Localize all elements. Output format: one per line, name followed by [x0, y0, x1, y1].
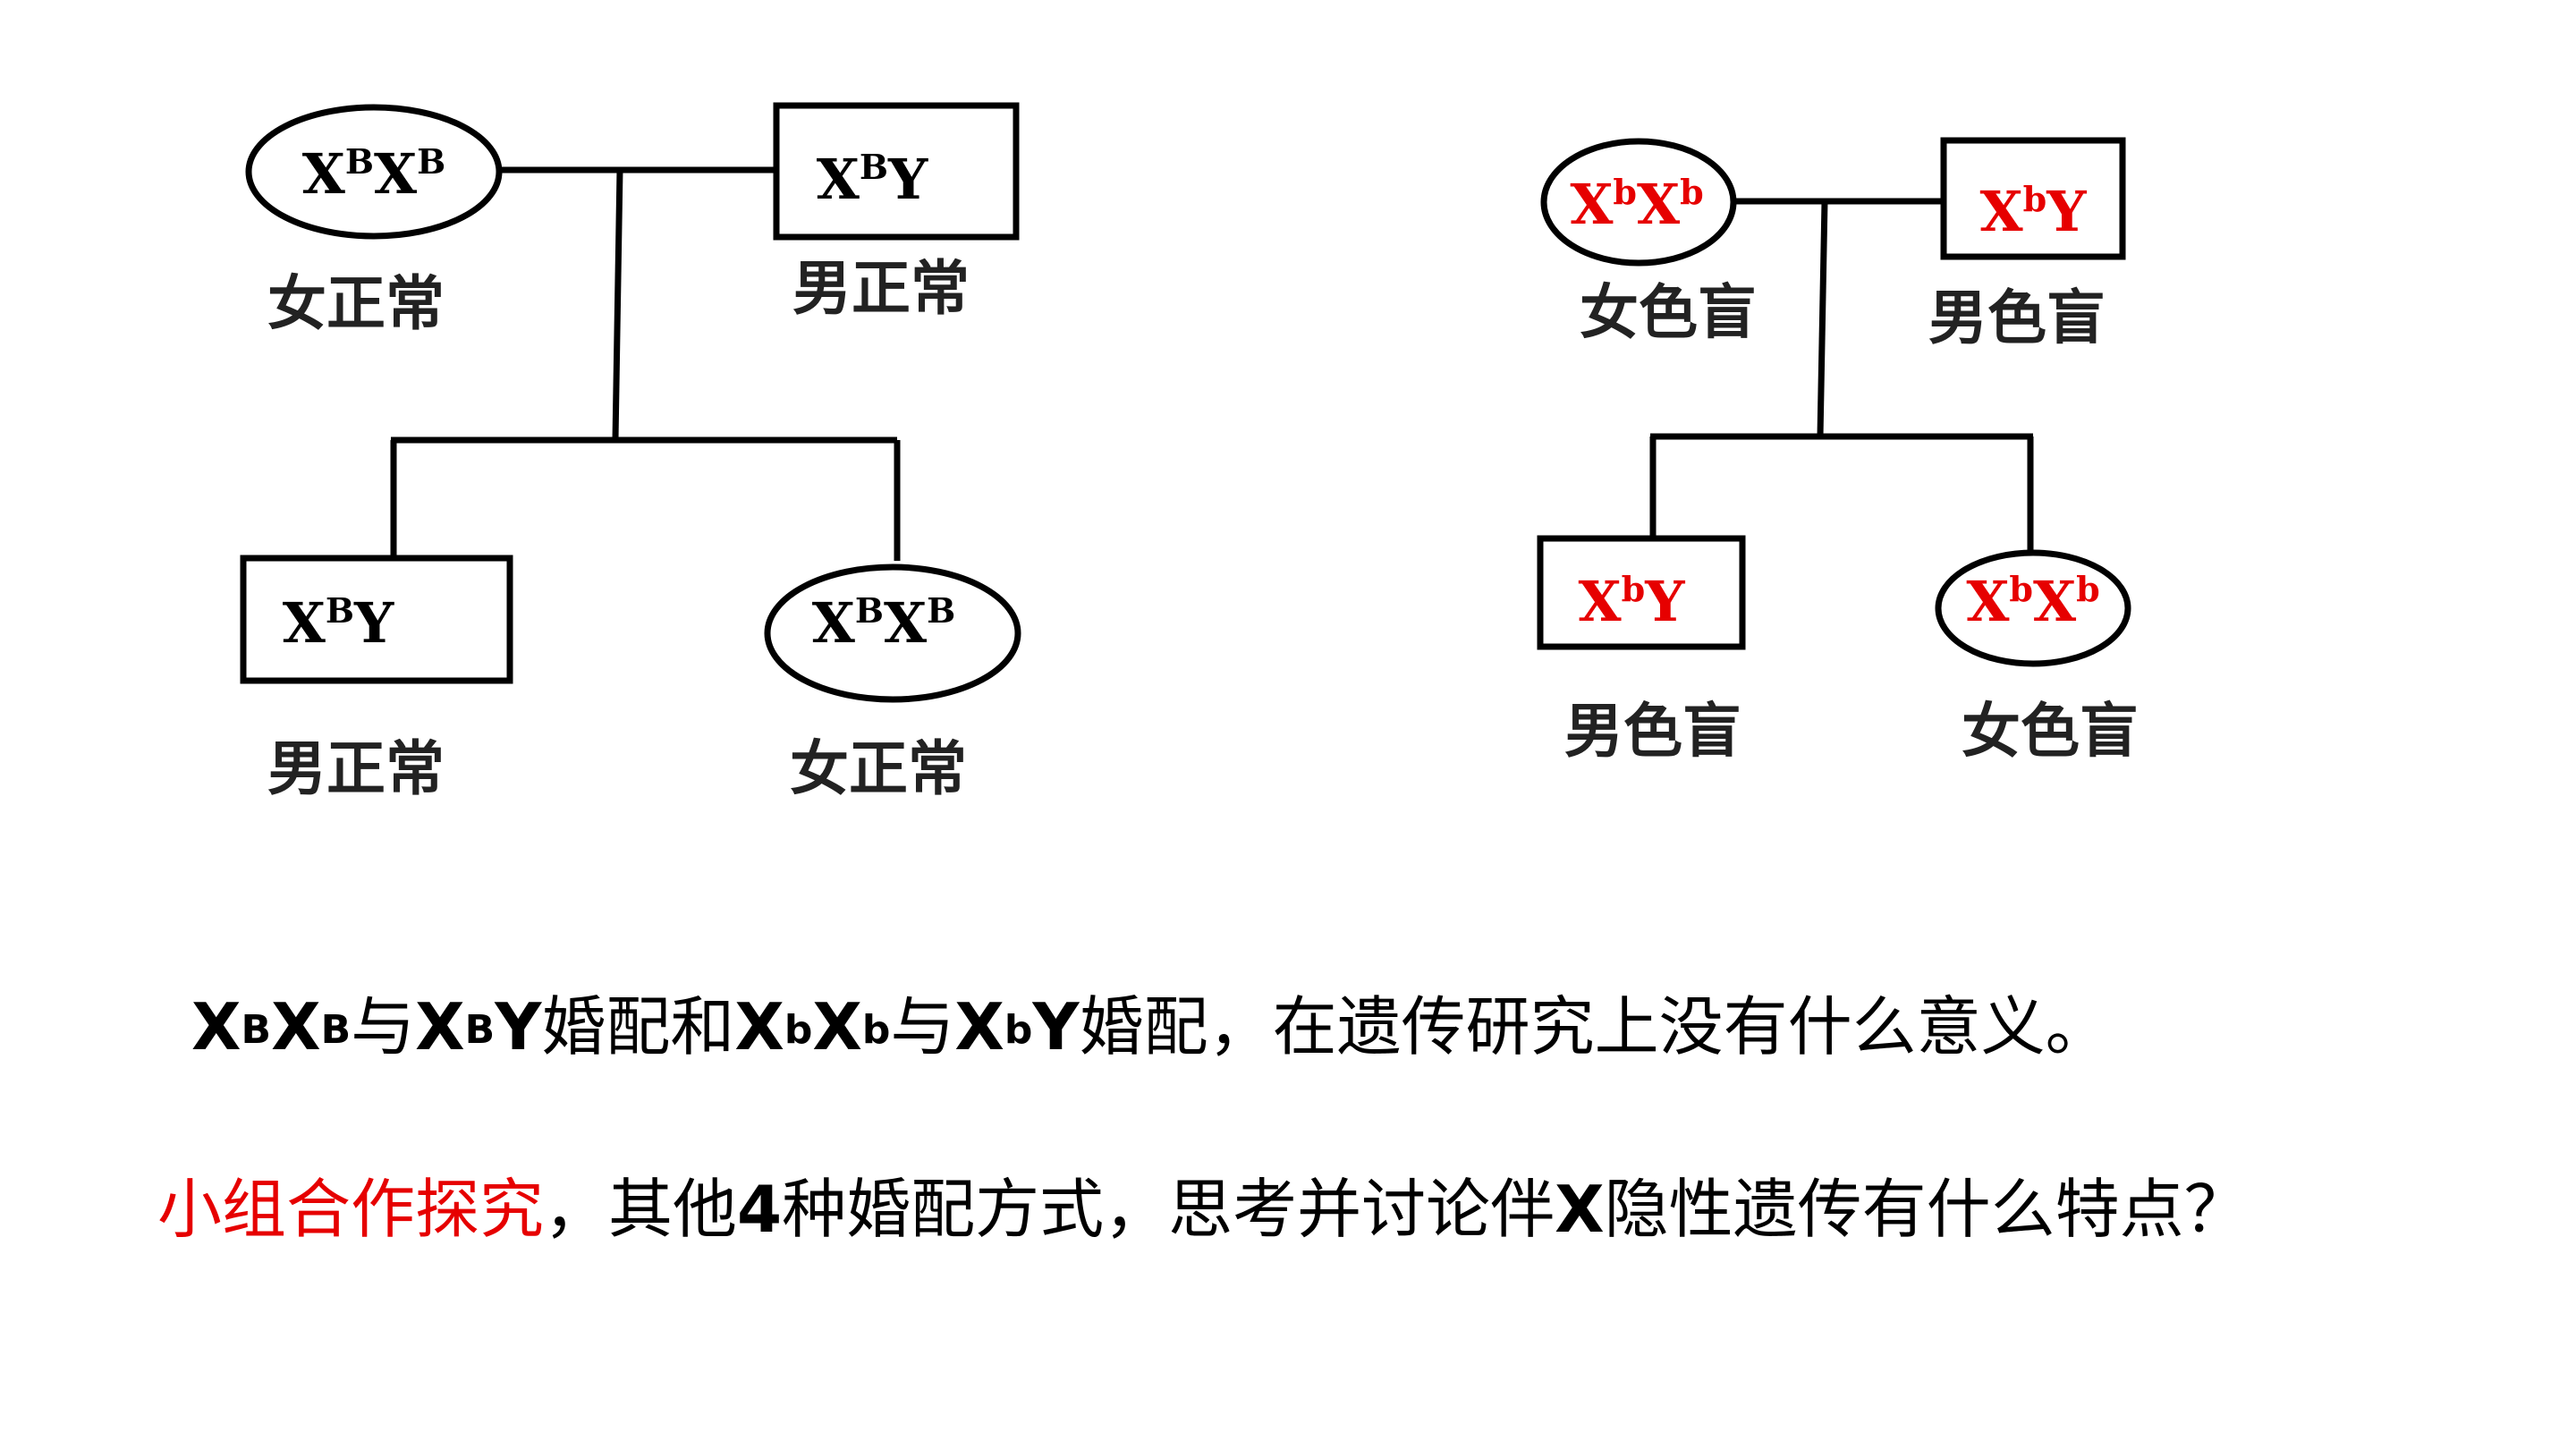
father-label: 男正常: [792, 253, 970, 323]
daughter-genotype: XbXb: [1966, 569, 2099, 634]
count-number: 4: [737, 1172, 783, 1247]
mother-label: 女色盲: [1580, 277, 1757, 347]
male-symbol: [240, 555, 513, 684]
mother-label: 女正常: [267, 268, 445, 338]
note-text: ，其他: [544, 1172, 738, 1247]
gene-symbol: X: [734, 989, 784, 1064]
daughter-label: 女正常: [790, 733, 967, 803]
male-symbol: [1940, 137, 2126, 260]
father-genotype: XBY: [817, 147, 928, 212]
son-genotype: XBY: [283, 590, 394, 656]
allele-sup: b: [784, 1007, 813, 1054]
gene-symbol: X: [191, 989, 242, 1064]
gene-symbol: Y: [495, 989, 542, 1064]
descent-line: [612, 169, 623, 441]
gene-symbol: X: [415, 989, 465, 1064]
son-label: 男色盲: [1564, 696, 1741, 766]
male-symbol: [1537, 535, 1746, 650]
allele-sup: b: [861, 1007, 891, 1054]
gene-symbol: X: [271, 989, 321, 1064]
note-line-2: 小组合作探究，其他4种婚配方式，思考并讨论伴X隐性遗传有什么特点？: [157, 1177, 2249, 1241]
daughter-label: 女色盲: [1962, 696, 2139, 766]
son-genotype: XbY: [1579, 569, 1686, 634]
allele-sup: B: [241, 1007, 272, 1054]
daughter-genotype: XBXB: [812, 590, 955, 656]
allele-sup: B: [464, 1007, 496, 1054]
note-text: 婚配，在遗传研究上没有什么意义。: [1079, 989, 2110, 1064]
allele-sup: B: [320, 1007, 352, 1054]
note-line-1: XBXB与XBY婚配和XbXb与XbY婚配，在遗传研究上没有什么意义。: [191, 995, 2110, 1059]
female-symbol: [1935, 549, 2131, 667]
gene-symbol: Y: [1032, 989, 1080, 1064]
female-symbol: [764, 564, 1021, 703]
descent-line: [1817, 200, 1828, 437]
female-symbol: [1540, 138, 1737, 267]
conjunction: 与: [351, 989, 416, 1064]
female-symbol: [245, 104, 503, 240]
gene-symbol: X: [1555, 1172, 1605, 1247]
mother-genotype: XBXB: [302, 141, 445, 207]
allele-sup: b: [1004, 1007, 1033, 1054]
father-label: 男色盲: [1928, 283, 2106, 352]
male-symbol: [773, 102, 1020, 241]
note-text: 隐性遗传有什么特点？: [1604, 1172, 2249, 1247]
pedigree-normal: XBXB 女正常 XBY 男正常 XBY 男正常 XBXB 女正常: [240, 102, 1021, 803]
pedigree-colorblind: XbXb 女色盲 XbY 男色盲 XbY 男色盲 XbXb 女色盲: [1537, 137, 2139, 766]
highlight-text: 小组合作探究: [157, 1172, 545, 1247]
conjunction: 与: [890, 989, 955, 1064]
note-text: 种婚配方式，思考并讨论伴: [782, 1172, 1555, 1247]
father-genotype: XbY: [1980, 179, 2088, 244]
gene-symbol: X: [812, 989, 862, 1064]
note-text: 婚配和: [541, 989, 735, 1064]
son-label: 男正常: [267, 733, 445, 803]
mother-genotype: XbXb: [1570, 172, 1703, 237]
gene-symbol: X: [954, 989, 1004, 1064]
